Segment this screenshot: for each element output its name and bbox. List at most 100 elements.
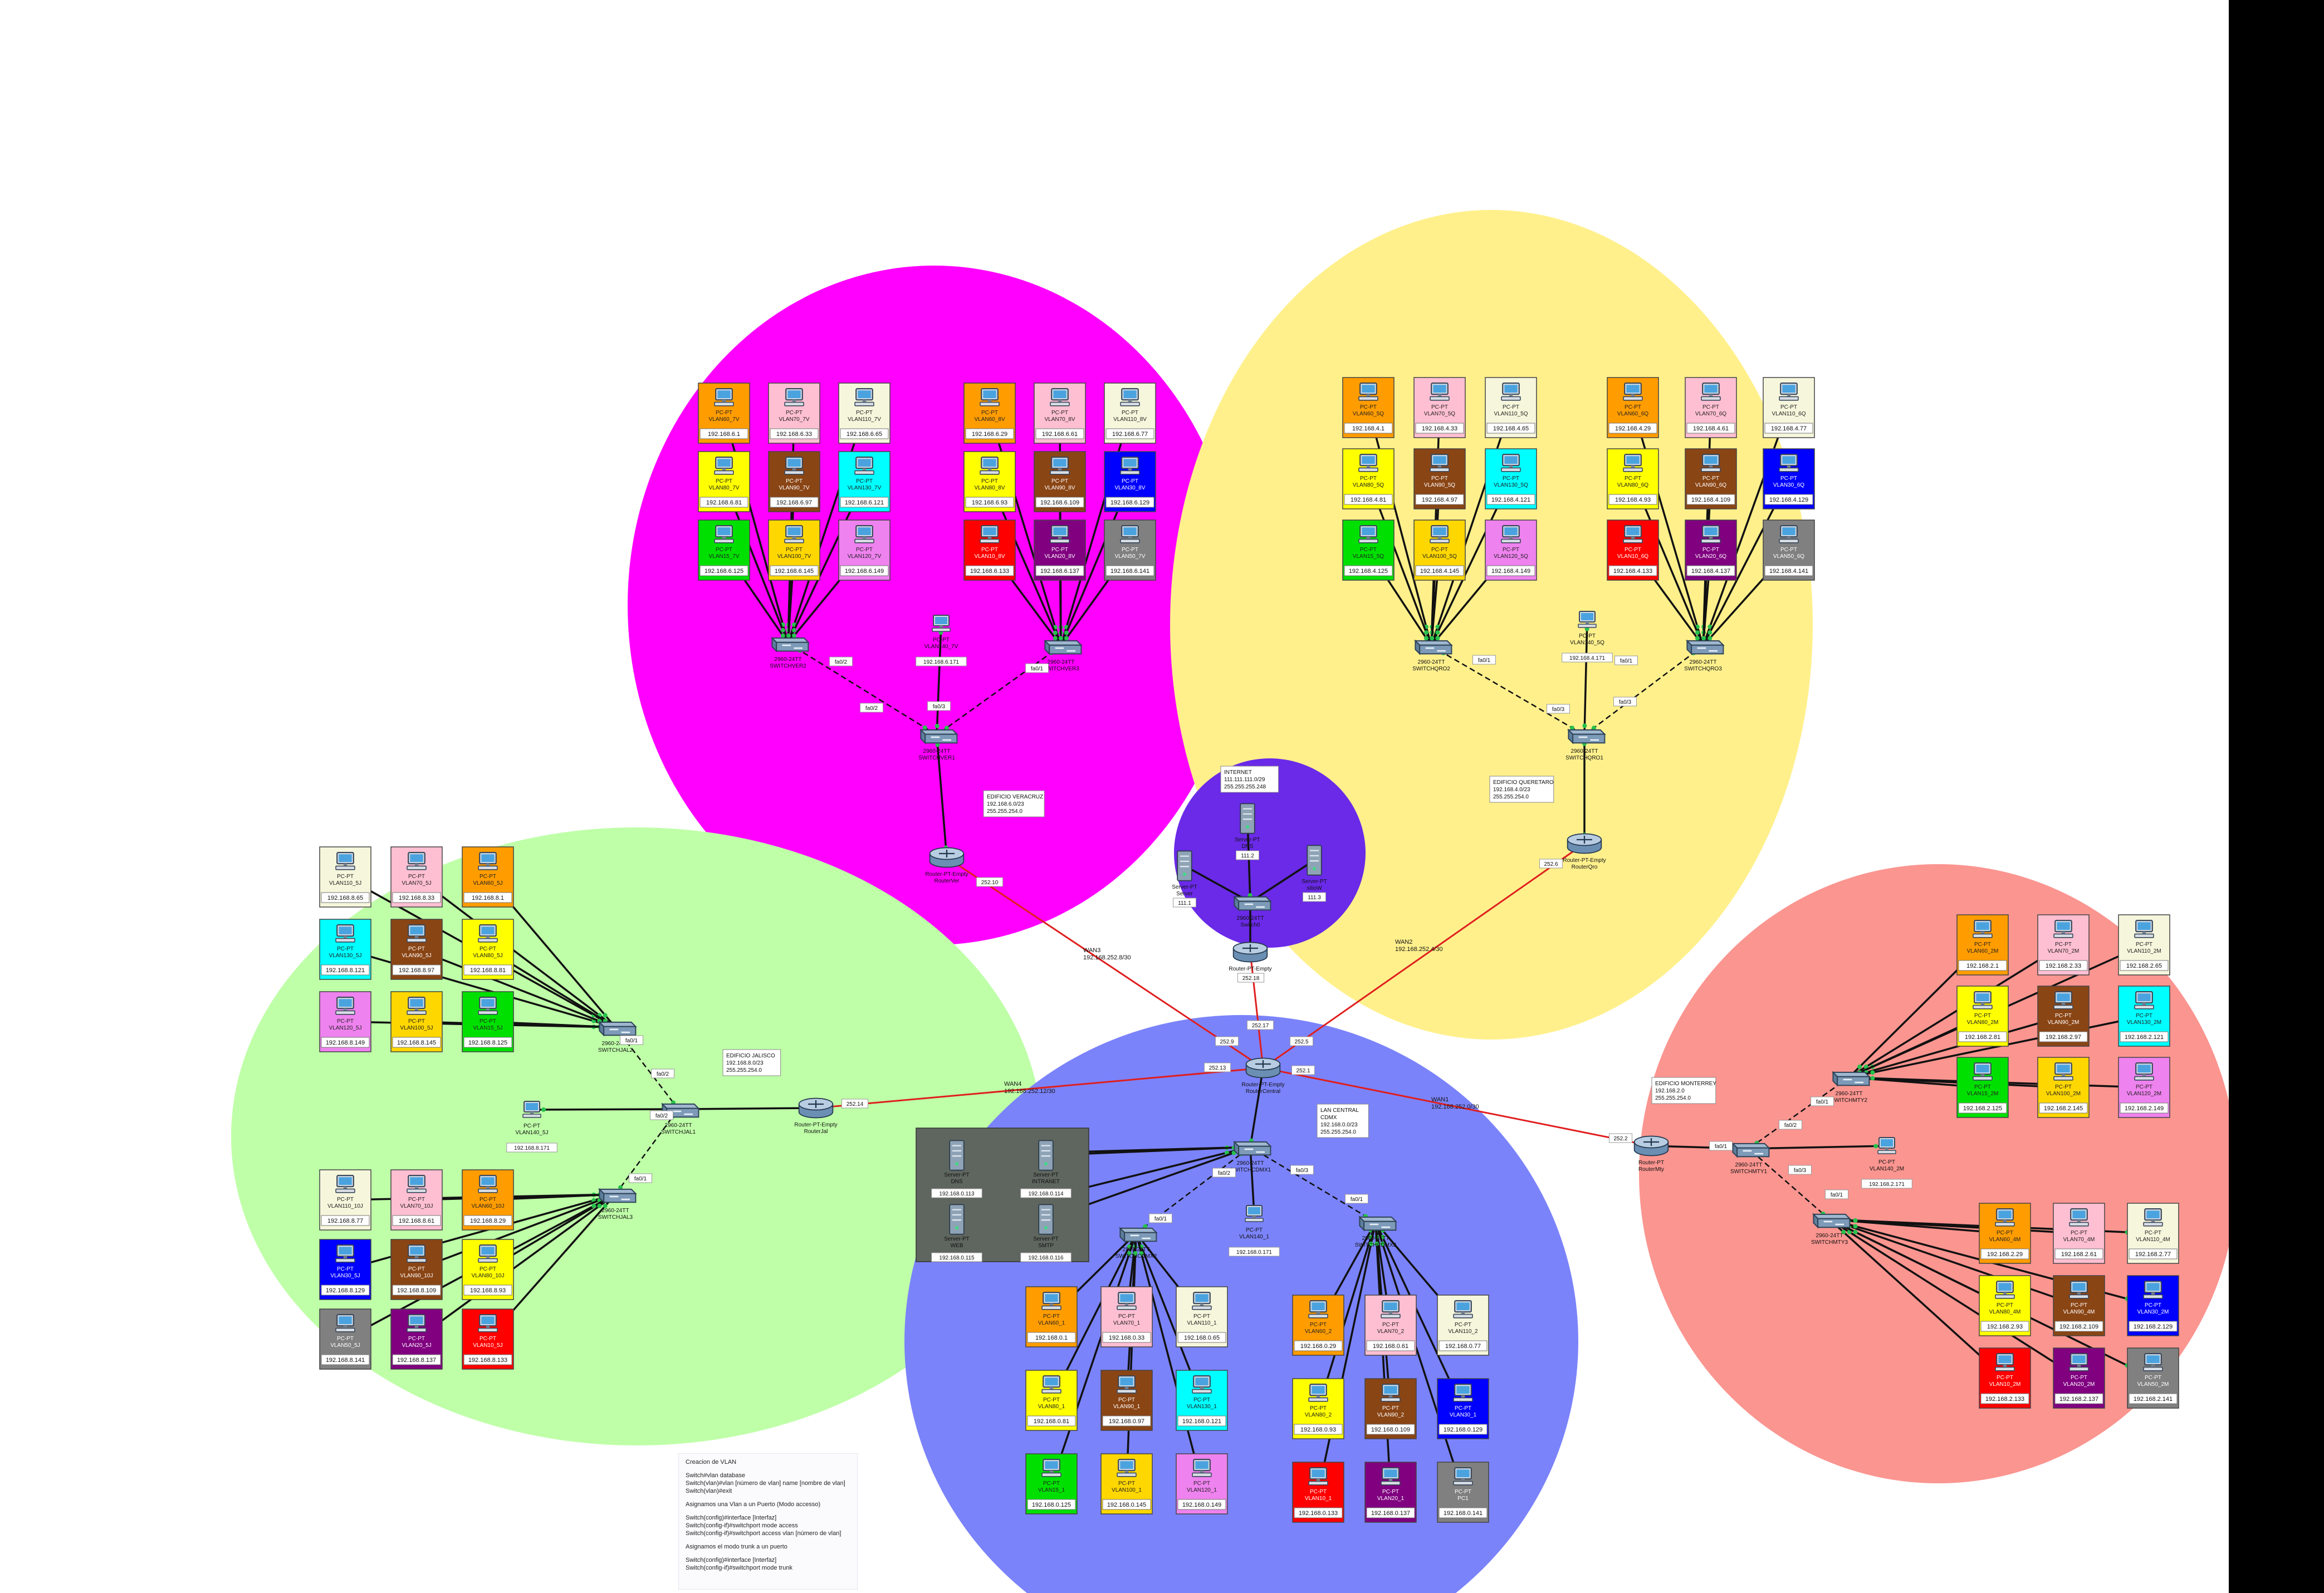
pc-vlan140-quer[interactable] bbox=[1578, 611, 1597, 628]
switch-quer1[interactable] bbox=[1568, 729, 1606, 744]
pc-vlan140-jal[interactable] bbox=[522, 1101, 541, 1118]
switch-mty1[interactable] bbox=[1732, 1143, 1770, 1158]
switch-vera3[interactable] bbox=[1044, 640, 1082, 655]
pc-vlan140-mty[interactable] bbox=[1877, 1137, 1896, 1154]
server-central-3[interactable] bbox=[1038, 1204, 1054, 1235]
switch-mty3[interactable] bbox=[1813, 1213, 1851, 1228]
router-quer[interactable] bbox=[1567, 833, 1602, 854]
router-jal[interactable] bbox=[798, 1097, 834, 1119]
server-inet-0[interactable] bbox=[1240, 803, 1255, 834]
server-central-1[interactable] bbox=[1038, 1140, 1054, 1171]
router-central[interactable] bbox=[1245, 1057, 1281, 1079]
server-inet-1[interactable] bbox=[1177, 850, 1192, 881]
switch-quer3[interactable] bbox=[1686, 640, 1724, 655]
switch-quer2[interactable] bbox=[1415, 640, 1452, 655]
switch-cen3[interactable] bbox=[1359, 1216, 1397, 1231]
server-central-2[interactable] bbox=[949, 1204, 965, 1235]
switch-jal2[interactable] bbox=[599, 1021, 637, 1036]
server-inet-2[interactable] bbox=[1307, 845, 1322, 876]
router-vera[interactable] bbox=[929, 847, 965, 868]
switch-inet[interactable] bbox=[1234, 896, 1271, 911]
switch-jal3[interactable] bbox=[599, 1188, 637, 1203]
switch-mty2[interactable] bbox=[1832, 1071, 1870, 1086]
pc-vlan140-cen[interactable] bbox=[1245, 1205, 1264, 1222]
server-central-0[interactable] bbox=[949, 1140, 965, 1171]
